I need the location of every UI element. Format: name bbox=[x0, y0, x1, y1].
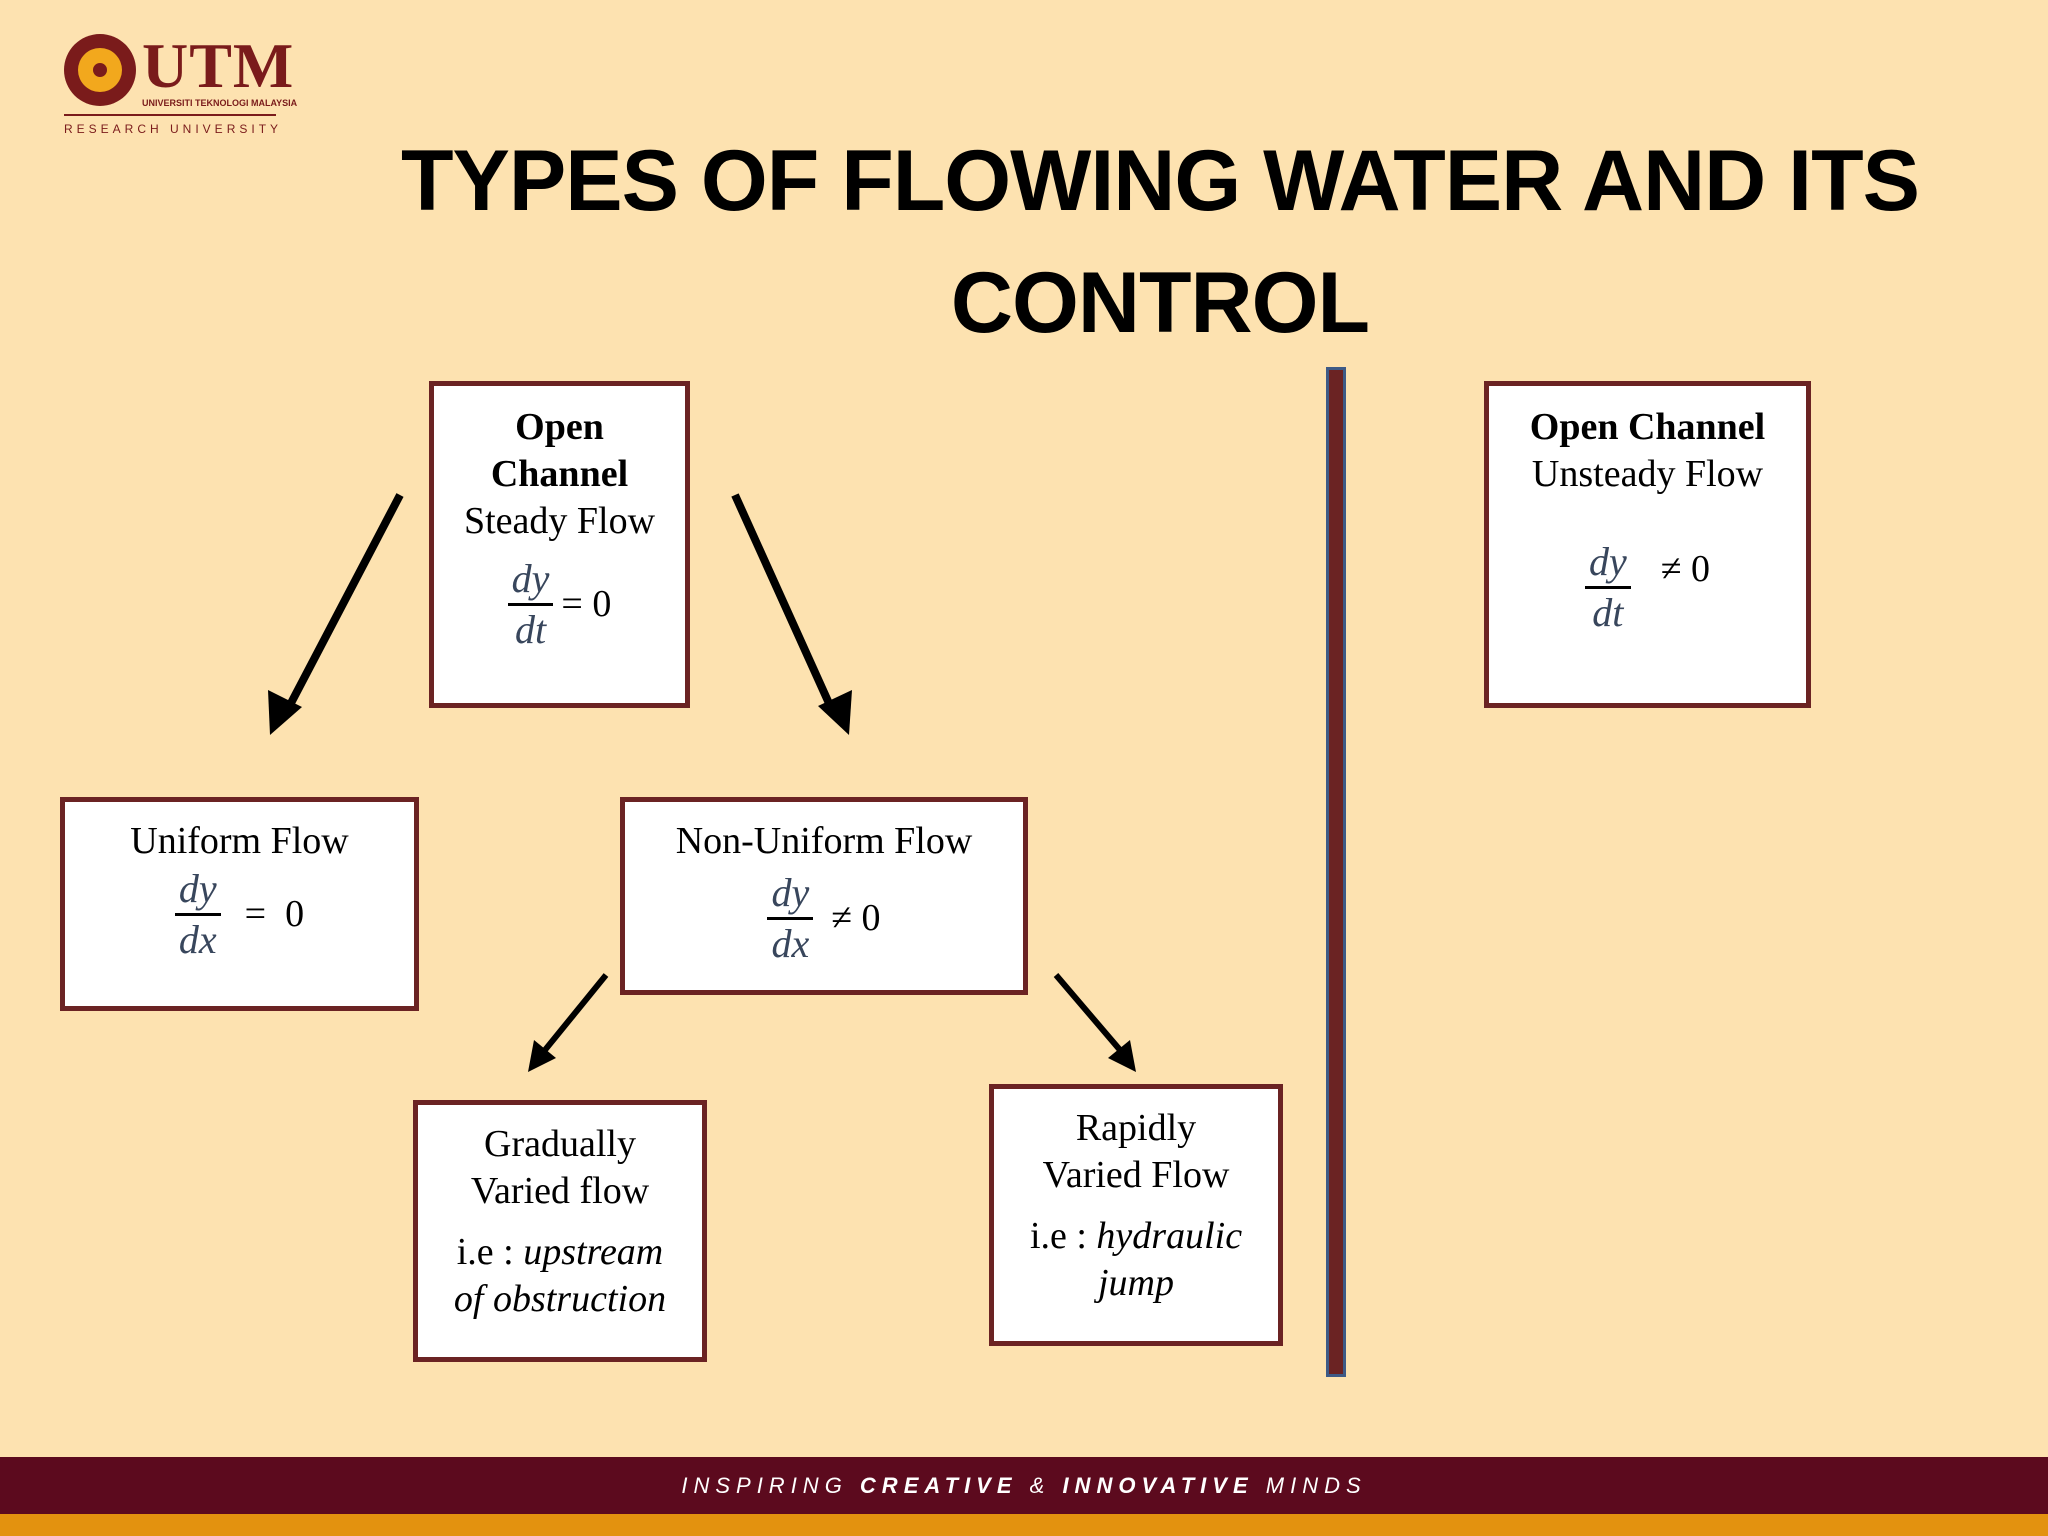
uniform-relation: = 0 bbox=[244, 893, 305, 935]
arrow-to-gradually bbox=[542, 973, 609, 1052]
footer-slogan: INSPIRING CREATIVE & INNOVATIVE MINDS bbox=[0, 1457, 2048, 1514]
arrowhead-rapidly bbox=[1108, 1040, 1136, 1072]
rapidly-example: i.e : hydraulic bbox=[994, 1213, 1278, 1260]
footer-stripe bbox=[0, 1514, 2048, 1536]
footer-bar bbox=[0, 1457, 2048, 1514]
rapidly-line-1: Rapidly bbox=[1075, 1107, 1197, 1149]
unsteady-relation: ≠ 0 bbox=[1660, 548, 1711, 590]
rapidly-example-line-1: hydraulic bbox=[1096, 1215, 1243, 1257]
footer-part-2: CREATIVE bbox=[859, 1473, 1018, 1498]
title-line-2: CONTROL bbox=[950, 255, 1370, 351]
arrow-to-uniform bbox=[286, 493, 404, 707]
non-uniform-flow-box: Non-Uniform Flow dy dx ≠ 0 bbox=[620, 797, 1028, 995]
steady-numerator: dy bbox=[507, 555, 554, 606]
steady-flow-box: Open Channel Steady Flow dy dt = 0 bbox=[429, 381, 690, 708]
uniform-numerator: dy bbox=[174, 865, 221, 916]
unsteady-flow-box: Open Channel Unsteady Flow dy dt ≠ 0 bbox=[1484, 381, 1811, 708]
footer-part-5: MINDS bbox=[1253, 1473, 1367, 1498]
nonuniform-equation: dy dx ≠ 0 bbox=[625, 869, 1023, 968]
vertical-divider bbox=[1326, 367, 1346, 1377]
uniform-fraction: dy dx bbox=[174, 865, 221, 964]
nonuniform-numerator: dy bbox=[767, 869, 814, 920]
nonuniform-fraction: dy dx bbox=[767, 869, 814, 968]
title-line-1: TYPES OF FLOWING WATER AND ITS bbox=[401, 133, 1920, 229]
logo-name: UTM bbox=[142, 30, 295, 101]
gradually-example: i.e : upstream bbox=[418, 1229, 702, 1276]
footer-part-3: & bbox=[1017, 1473, 1063, 1498]
uniform-label: Uniform Flow bbox=[130, 820, 349, 862]
steady-line-1: Open bbox=[515, 406, 604, 448]
arrow-to-rapidly bbox=[1053, 973, 1123, 1052]
gradually-line-1: Gradually bbox=[484, 1123, 636, 1165]
arrow-to-nonuniform bbox=[731, 493, 836, 712]
rapidly-varied-flow-box: Rapidly Varied Flow i.e : hydraulic jump bbox=[989, 1084, 1283, 1346]
steady-denominator: dt bbox=[514, 607, 547, 652]
slide-title: TYPES OF FLOWING WATER AND ITS CONTROL bbox=[380, 120, 1940, 364]
gradually-line-2: Varied flow bbox=[470, 1170, 650, 1212]
gradually-example-line-1: upstream bbox=[523, 1231, 664, 1273]
utm-seal-icon bbox=[64, 34, 136, 106]
uniform-flow-box: Uniform Flow dy dx = 0 bbox=[60, 797, 419, 1011]
nonuniform-denominator: dx bbox=[771, 921, 810, 966]
arrowhead-uniform bbox=[268, 690, 302, 735]
steady-relation: = 0 bbox=[561, 583, 612, 625]
logo-divider bbox=[64, 114, 276, 116]
nonuniform-label: Non-Uniform Flow bbox=[675, 820, 973, 862]
rapidly-example-line-2: jump bbox=[1098, 1262, 1174, 1304]
unsteady-line-2: Unsteady Flow bbox=[1531, 453, 1764, 495]
steady-equation: dy dt = 0 bbox=[434, 555, 685, 654]
gradually-example-line-2: of obstruction bbox=[453, 1278, 667, 1320]
rapidly-line-2: Varied Flow bbox=[1042, 1154, 1230, 1196]
footer-part-4: INNOVATIVE bbox=[1062, 1473, 1254, 1498]
uniform-equation: dy dx = 0 bbox=[65, 865, 414, 964]
unsteady-fraction: dy dt bbox=[1584, 538, 1631, 637]
unsteady-denominator: dt bbox=[1592, 590, 1624, 635]
footer-part-1: INSPIRING bbox=[681, 1473, 860, 1498]
utm-logo: UTM UNIVERSITI TEKNOLOGI MALAYSIA RESEAR… bbox=[60, 30, 300, 140]
unsteady-line-1: Open Channel bbox=[1529, 406, 1766, 448]
rapidly-example-prefix: i.e : bbox=[1029, 1215, 1097, 1257]
steady-fraction: dy dt bbox=[507, 555, 554, 654]
uniform-denominator: dx bbox=[178, 917, 217, 962]
unsteady-numerator: dy bbox=[1584, 538, 1631, 589]
gradually-varied-flow-box: Gradually Varied flow i.e : upstream of … bbox=[413, 1100, 707, 1362]
unsteady-equation: dy dt ≠ 0 bbox=[1489, 538, 1806, 637]
steady-line-3: Steady Flow bbox=[463, 500, 656, 542]
steady-line-2: Channel bbox=[490, 453, 629, 495]
nonuniform-relation: ≠ 0 bbox=[831, 897, 881, 939]
gradually-example-prefix: i.e : bbox=[456, 1231, 524, 1273]
arrowhead-nonuniform bbox=[818, 690, 852, 735]
logo-tagline: RESEARCH UNIVERSITY bbox=[64, 122, 283, 136]
logo-subtitle: UNIVERSITI TEKNOLOGI MALAYSIA bbox=[142, 98, 298, 108]
arrowhead-gradually bbox=[528, 1040, 556, 1072]
